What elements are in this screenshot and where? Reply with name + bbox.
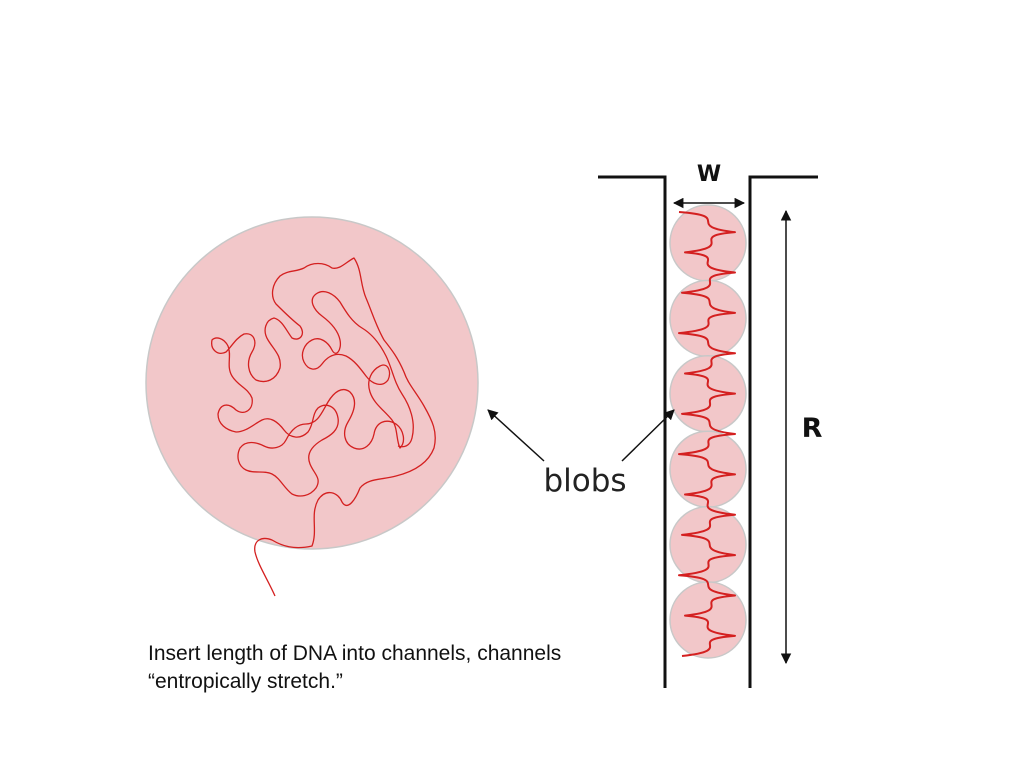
channel-blob — [669, 581, 747, 659]
channel-right-wall — [748, 175, 818, 688]
blobs-pointer-right — [621, 409, 675, 462]
caption-line-2: “entropically stretch.” — [148, 670, 343, 693]
free-coil — [145, 216, 479, 597]
width-label: W — [697, 162, 721, 187]
channel-blob — [669, 204, 747, 282]
width-dimension: W — [672, 162, 746, 209]
channel-blob — [669, 505, 747, 584]
length-label: R — [802, 413, 823, 444]
length-dimension: R — [780, 209, 823, 665]
caption: Insert length of DNA into channels, chan… — [148, 640, 668, 696]
blobs-label: blobs — [543, 463, 626, 499]
large-blob — [145, 216, 479, 550]
channel-blobs — [669, 204, 747, 659]
dna-confined-chain — [678, 211, 736, 657]
blobs-annotation: blobs — [487, 409, 675, 499]
channel-left-wall — [598, 175, 667, 688]
caption-line-1: Insert length of DNA into channels, chan… — [148, 642, 562, 665]
dna-coil-chain — [211, 257, 436, 597]
nanochannel — [598, 175, 818, 688]
blobs-pointer-left — [487, 409, 545, 462]
